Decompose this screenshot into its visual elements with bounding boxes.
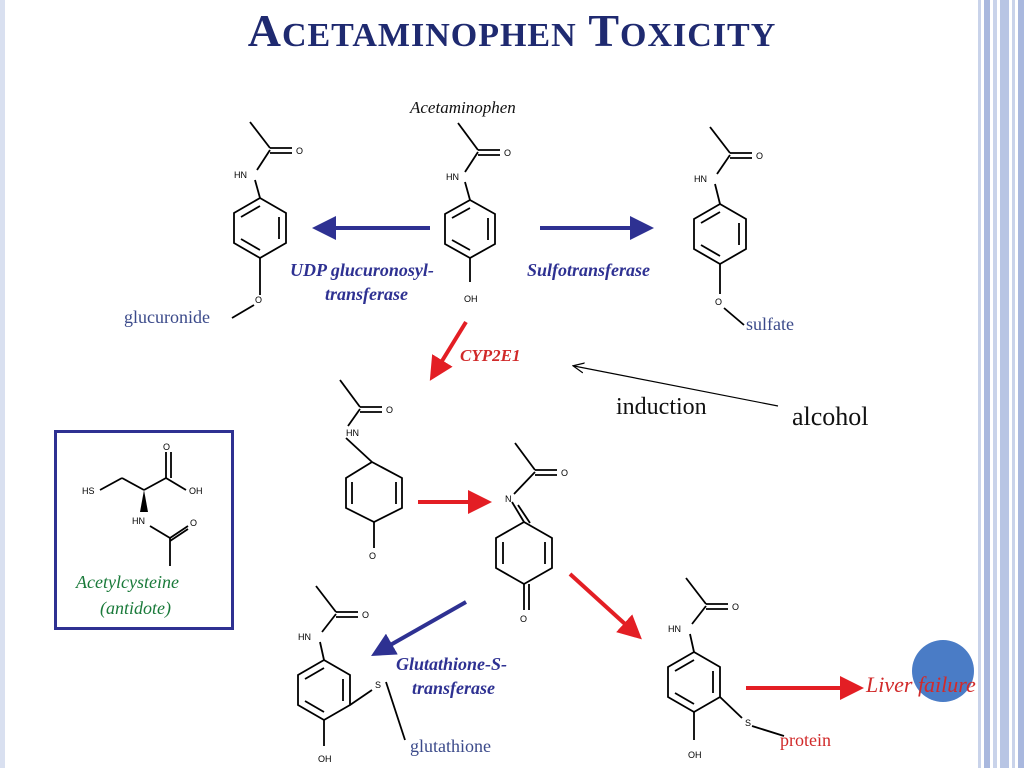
atom-label: OH [318, 754, 332, 764]
atom-label: O [163, 442, 170, 452]
atom-label: O [715, 297, 722, 307]
napqi-molecule [495, 442, 557, 610]
antidote-label: (antidote) [100, 598, 171, 618]
atom-label: OH [688, 750, 702, 760]
glutathione-label: glutathione [410, 736, 491, 756]
sulfotransferase-label: Sulfotransferase [527, 260, 651, 280]
gst-enzyme-label-1: Glutathione-S- [396, 654, 508, 674]
alcohol-label: alcohol [792, 402, 869, 431]
atom-label: OH [464, 294, 478, 304]
atom-label: HN [694, 174, 707, 184]
atom-label: O [190, 518, 197, 528]
protein-binding-arrow [568, 572, 642, 640]
intermediate-molecule [339, 379, 403, 548]
edge-bar [1000, 0, 1009, 768]
atom-label: HN [132, 516, 145, 526]
udp-enzyme-label-2: transferase [325, 284, 409, 304]
acetaminophen-label: Acetaminophen [410, 98, 516, 117]
cyp2e1-arrow [429, 320, 468, 381]
atom-label: S [745, 718, 751, 728]
atom-label: O [732, 602, 739, 612]
antidote-box [54, 430, 234, 630]
cyp2e1-label: CYP2E1 [460, 346, 521, 365]
atom-label: O [520, 614, 527, 624]
edge-bar [993, 0, 997, 768]
atom-label: HN [668, 624, 681, 634]
acetylcysteine-molecule [99, 452, 189, 566]
atom-label: HS [82, 486, 95, 496]
atom-label: N [505, 494, 512, 504]
atom-label: O [296, 146, 303, 156]
edge-bar [978, 0, 981, 768]
induction-arrow [574, 366, 779, 407]
liver-failure-label: Liver failure [866, 672, 976, 697]
edge-bar [1012, 0, 1015, 768]
atom-label: OH [189, 486, 203, 496]
atom-label: O [386, 405, 393, 415]
induction-label: induction [616, 394, 707, 420]
sulfate-label: sulfate [746, 314, 794, 334]
gst-enzyme-label-2: transferase [412, 678, 496, 698]
sulfate-molecule [693, 126, 752, 326]
glutathione-conjugate-molecule [297, 585, 406, 746]
edge-bar-left [0, 0, 5, 768]
atom-label: HN [446, 172, 459, 182]
title-rest: OXICITY [620, 17, 777, 54]
title-letter: T [588, 5, 621, 56]
acetaminophen-molecule [444, 122, 500, 282]
acetylcysteine-label: Acetylcysteine [76, 572, 179, 592]
glucuronide-molecule [231, 121, 292, 319]
atom-label: HN [346, 428, 359, 438]
atom-label: HN [298, 632, 311, 642]
slide-nav-circle[interactable] [912, 640, 974, 702]
atom-label: O [504, 148, 511, 158]
protein-label: protein [780, 730, 831, 750]
glucuronide-label: glucuronide [124, 307, 210, 327]
title-letter: A [247, 5, 282, 56]
protein-adduct-molecule [667, 577, 785, 740]
udp-enzyme-label-1: UDP glucuronosyl- [290, 260, 434, 280]
atom-label: S [375, 680, 381, 690]
atom-label: O [756, 151, 763, 161]
title-rest: CETAMINOPHEN [281, 17, 577, 54]
atom-label: HN [234, 170, 247, 180]
atom-label: O [362, 610, 369, 620]
edge-bar [1018, 0, 1024, 768]
edge-bar [984, 0, 990, 768]
atom-label: O [255, 295, 262, 305]
gst-arrow [371, 600, 467, 656]
atom-label: O [561, 468, 568, 478]
slide-title: ACETAMINOPHEN TOXICITY [0, 4, 1024, 57]
atom-label: O [369, 551, 376, 561]
